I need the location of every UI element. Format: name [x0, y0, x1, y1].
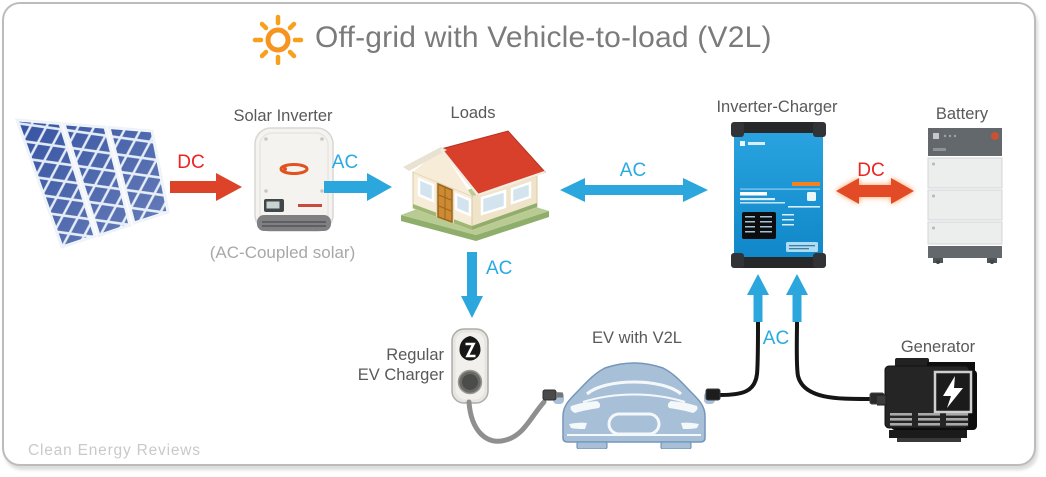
ev-charger-label-line2: EV Charger [357, 366, 444, 384]
ac-arrow-inverter-to-loads [324, 173, 392, 201]
ac-arrow-generator-to-invcharger [786, 274, 808, 322]
ac-flow-label-v2l: AC [762, 328, 790, 349]
ev-label: EV with V2L [592, 329, 682, 347]
ev-car [553, 362, 715, 449]
ac-arrow-ev-to-invcharger [747, 274, 769, 322]
ev-charger-device [451, 328, 489, 404]
dc-flow-label-battery: DC [857, 160, 885, 181]
ac-flow-label-loads-invcharger: AC [619, 160, 647, 181]
sun-icon [252, 14, 304, 65]
generator-label: Generator [900, 338, 976, 356]
inverter-charger-label: Inverter-Charger [716, 98, 838, 116]
watermark: Clean Energy Reviews [28, 442, 201, 459]
solar-panels [14, 118, 170, 249]
ac-flow-label-charger: AC [486, 258, 513, 279]
ac-arrow-loads-to-charger [461, 252, 483, 318]
dc-flow-label-solar: DC [177, 152, 205, 173]
ac-coupled-note: (AC-Coupled solar) [209, 243, 356, 262]
ev-charger-label: Regular EV Charger [340, 345, 444, 385]
loads-house [401, 130, 549, 241]
solar-inverter-label: Solar Inverter [233, 107, 333, 125]
dc-arrow-solar-to-inverter [170, 173, 242, 201]
dc-arrow-battery-bidirectional [836, 178, 914, 204]
ev-charger-label-line1: Regular [386, 346, 444, 364]
loads-label: Loads [450, 104, 496, 122]
battery-device [927, 128, 1003, 264]
solar-inverter-device [254, 127, 334, 232]
inverter-charger-device [731, 122, 826, 268]
battery-label: Battery [935, 105, 989, 123]
ac-arrow-loads-invcharger-bidirectional [560, 178, 708, 202]
ac-flow-label-inverter: AC [331, 152, 359, 173]
page-title: Off-grid with Vehicle-to-load (V2L) [315, 21, 772, 54]
generator-device [877, 358, 977, 442]
